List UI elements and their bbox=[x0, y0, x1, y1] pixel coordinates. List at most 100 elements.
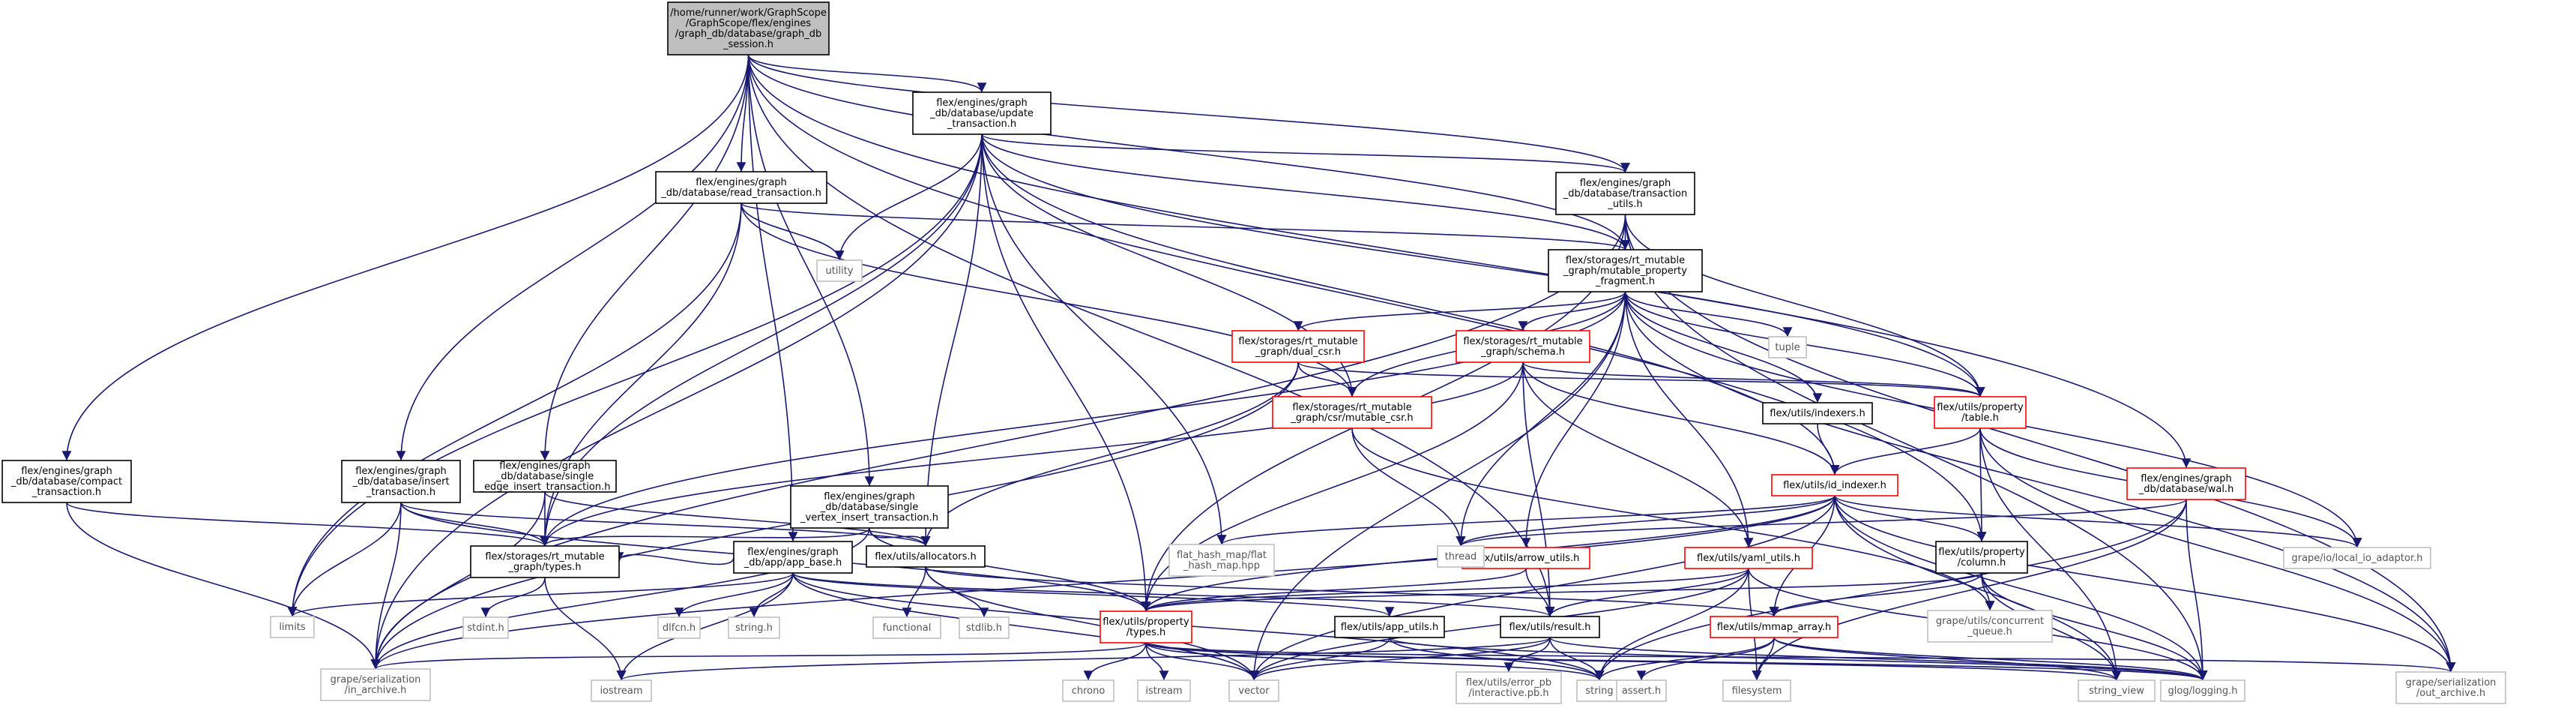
edge-id_indexer-to-glog bbox=[1834, 495, 2208, 681]
node-box bbox=[1500, 616, 1600, 638]
node-schema[interactable]: flex/storages/rt_mutable_graph/schema.h bbox=[1456, 330, 1590, 363]
node-dlfcn[interactable]: dlfcn.h bbox=[657, 616, 701, 639]
edge-wal-to-thread bbox=[1456, 499, 2187, 547]
node-box bbox=[866, 545, 986, 568]
edge-schema-to-result bbox=[1522, 362, 1555, 617]
node-label-line: flex/utils/arrow_utils.h bbox=[1473, 553, 1580, 564]
node-app-utils[interactable]: flex/utils/app_utils.h bbox=[1334, 616, 1445, 638]
node-read-txn[interactable]: flex/engines/graph_db/database/read_tran… bbox=[655, 171, 827, 204]
node-thread[interactable]: thread bbox=[1437, 545, 1485, 568]
edge-single_vertex-to-prop_types bbox=[869, 527, 1151, 612]
node-box bbox=[1771, 474, 1898, 496]
node-wal[interactable]: flex/engines/graph_db/database/wal.h bbox=[2126, 467, 2246, 500]
node-box bbox=[1168, 544, 1275, 577]
node-label-line: flex/utils/property bbox=[1103, 616, 1189, 628]
node-concurrent-queue[interactable]: grape/utils/concurrent_queue.h bbox=[1927, 610, 2053, 643]
node-single-vertex[interactable]: flex/engines/graph_db/database/single_ve… bbox=[790, 485, 949, 529]
node-label-line: grape/utils/concurrent bbox=[1936, 616, 2044, 627]
node-box bbox=[1934, 396, 2027, 429]
node-label-line: _db/database/insert bbox=[352, 476, 449, 488]
edge-result-to-iostream bbox=[617, 637, 1551, 681]
node-app-base[interactable]: flex/engines/graph_db/app/app_base.h bbox=[733, 541, 853, 574]
node-id-indexer[interactable]: flex/utils/id_indexer.h bbox=[1771, 474, 1898, 496]
node-label-line: grape/io/local_io_adaptor.h bbox=[2291, 553, 2422, 564]
edge-root-to-app_base bbox=[747, 54, 798, 542]
node-label-line: flex/storages/rt_mutable bbox=[1566, 255, 1685, 266]
edge-txn_utils-to-table bbox=[1624, 214, 1985, 398]
node-flat-hash-map[interactable]: flat_hash_map/flat_hash_map.hpp bbox=[1168, 544, 1275, 577]
node-box bbox=[341, 460, 461, 503]
node-out-archive[interactable]: grape/serialization/out_archive.h bbox=[2395, 671, 2506, 704]
node-stdint[interactable]: stdint.h bbox=[462, 616, 509, 639]
node-insert-txn[interactable]: flex/engines/graph_db/database/insert_tr… bbox=[341, 460, 461, 503]
edge-update_txn-to-limits bbox=[287, 134, 983, 617]
node-box bbox=[1762, 402, 1873, 424]
node-in-archive[interactable]: grape/serialization/in_archive.h bbox=[320, 668, 431, 701]
node-label-line: _graph/types.h bbox=[507, 562, 581, 573]
edge-update_txn-to-allocators bbox=[920, 134, 983, 547]
node-label-line: limits bbox=[279, 622, 306, 633]
node-istream[interactable]: istream bbox=[1137, 680, 1191, 702]
node-txn-utils[interactable]: flex/engines/graph_db/database/transacti… bbox=[1555, 172, 1695, 215]
edge-mpf-to-mg_types bbox=[540, 291, 1626, 547]
node-label-line: _db/database/single bbox=[495, 471, 594, 482]
node-label-line: _hash_map.hpp bbox=[1183, 560, 1260, 572]
edge-table-to-column bbox=[1976, 428, 1987, 542]
node-column[interactable]: flex/utils/property/column.h bbox=[1935, 541, 2028, 574]
node-error-pb[interactable]: flex/utils/error_pb/interactive.pb.h bbox=[1456, 671, 1562, 704]
node-chrono[interactable]: chrono bbox=[1062, 680, 1114, 702]
node-limits[interactable]: limits bbox=[270, 616, 315, 638]
edge-table-to-string_view bbox=[1979, 428, 2122, 681]
node-indexers[interactable]: flex/utils/indexers.h bbox=[1762, 402, 1873, 424]
node-root[interactable]: /home/runner/work/GraphScope/GraphScope/… bbox=[667, 2, 830, 56]
node-allocators[interactable]: flex/utils/allocators.h bbox=[866, 545, 986, 568]
node-string[interactable]: string bbox=[1576, 680, 1623, 702]
node-mpf[interactable]: flex/storages/rt_mutable_graph/mutable_p… bbox=[1548, 249, 1703, 292]
node-string-view[interactable]: string_view bbox=[2078, 680, 2156, 702]
node-box bbox=[2078, 680, 2156, 702]
node-prop-types[interactable]: flex/utils/property/types.h bbox=[1100, 610, 1192, 644]
node-vector[interactable]: vector bbox=[1228, 680, 1279, 702]
node-utility[interactable]: utility bbox=[816, 260, 863, 282]
edge-single_vertex-to-allocators bbox=[869, 527, 931, 547]
edge-update_txn-to-utility bbox=[834, 134, 983, 261]
node-box bbox=[728, 616, 780, 639]
node-compact-txn[interactable]: flex/engines/graph_db/database/compact_t… bbox=[1, 460, 132, 503]
node-box bbox=[816, 260, 863, 282]
node-table[interactable]: flex/utils/property/table.h bbox=[1934, 396, 2027, 429]
node-box bbox=[1555, 172, 1695, 215]
edge-insert_txn-to-limits bbox=[287, 502, 402, 617]
node-local-io[interactable]: grape/io/local_io_adaptor.h bbox=[2283, 547, 2431, 569]
edge-app_base-to-string bbox=[792, 572, 1605, 681]
node-label-line: _session.h bbox=[723, 39, 773, 50]
edge-table-to-id_indexer bbox=[1830, 428, 1981, 476]
node-string-h[interactable]: string.h bbox=[728, 616, 780, 639]
node-stdlib[interactable]: stdlib.h bbox=[959, 616, 1010, 639]
node-assert[interactable]: assert.h bbox=[1616, 680, 1667, 702]
node-label-line: /graph_db/database/graph_db bbox=[675, 28, 822, 40]
node-mmap-array[interactable]: flex/utils/mmap_array.h bbox=[1710, 616, 1839, 638]
node-update-txn[interactable]: flex/engines/graph_db/database/update_tr… bbox=[912, 92, 1052, 135]
edge-insert_txn-to-allocators bbox=[400, 502, 931, 547]
node-dual-csr[interactable]: flex/storages/rt_mutable_graph/dual_csr.… bbox=[1231, 330, 1365, 363]
edge-wal-to-string bbox=[1594, 499, 2187, 681]
node-functional[interactable]: functional bbox=[872, 616, 941, 639]
node-mg-types[interactable]: flex/storages/rt_mutable_graph/types.h bbox=[470, 545, 620, 578]
edge-column-to-mmap_array bbox=[1769, 572, 1982, 617]
node-iostream[interactable]: iostream bbox=[591, 680, 652, 702]
node-box bbox=[1548, 249, 1703, 292]
edge-update_txn-to-table bbox=[981, 134, 1985, 398]
edge-arrow_utils-to-prop_types bbox=[1141, 568, 1527, 612]
node-label-line: flex/engines/graph bbox=[1580, 178, 1671, 189]
node-tuple[interactable]: tuple bbox=[1768, 336, 1807, 358]
node-mutable-csr[interactable]: flex/storages/rt_mutable_graph/csr/mutab… bbox=[1272, 396, 1432, 429]
edge-prop_types-to-istream bbox=[1145, 642, 1169, 681]
edge-allocators-to-mmap_array bbox=[925, 566, 1779, 617]
node-glog[interactable]: glog/logging.h bbox=[2160, 680, 2245, 702]
node-yaml-utils[interactable]: flex/utils/yaml_utils.h bbox=[1684, 547, 1813, 569]
node-single-edge[interactable]: flex/engines/graph_db/database/single_ed… bbox=[473, 460, 617, 493]
node-label-line: _db/database/wal.h bbox=[2138, 484, 2234, 495]
node-result[interactable]: flex/utils/result.h bbox=[1500, 616, 1600, 638]
node-label-line: /interactive.pb.h bbox=[1468, 688, 1548, 699]
node-filesystem[interactable]: filesystem bbox=[1722, 680, 1791, 702]
